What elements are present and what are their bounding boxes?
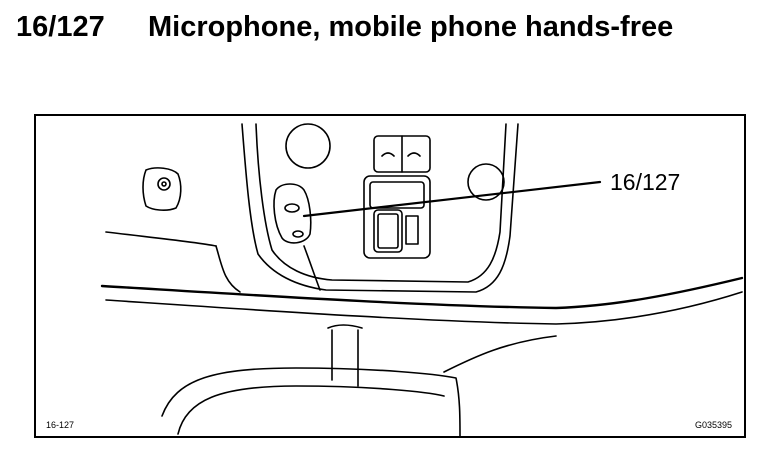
component-title: Microphone, mobile phone hands-free — [148, 11, 674, 43]
component-number: 16/127 — [16, 11, 105, 43]
figure-reference-right: G035395 — [694, 420, 732, 430]
illustration-frame: 16/127 16-127 G035395 — [34, 114, 746, 438]
left-lamp — [285, 123, 331, 169]
right-lamp — [467, 163, 505, 201]
figure-reference-left: 16-127 — [46, 420, 75, 430]
callout-leader-line — [302, 180, 602, 218]
switch-block-bottom — [363, 175, 431, 259]
section-heading: 16/127 Microphone, mobile phone hands-fr… — [16, 8, 756, 88]
rear-view-mirror — [161, 367, 461, 436]
microphone-icon — [273, 183, 312, 244]
overhead-console-illustration — [100, 123, 744, 436]
lamp-switch-icon — [142, 167, 182, 211]
callout-label: 16/127 — [610, 169, 681, 195]
